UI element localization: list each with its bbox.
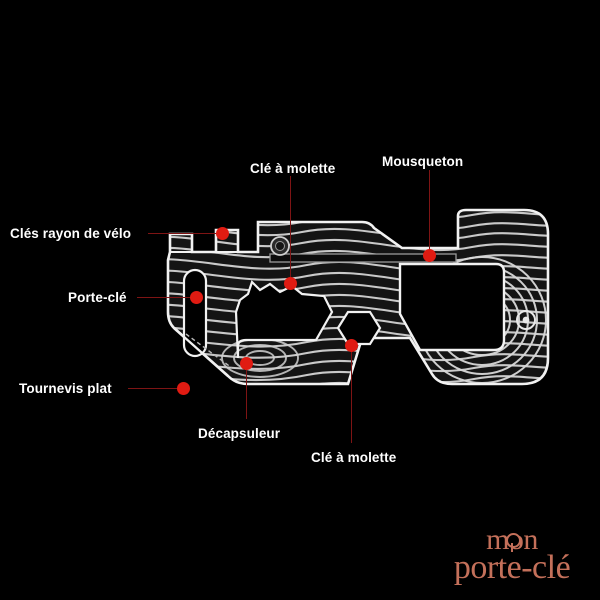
connector-porte-cle (137, 297, 196, 298)
label-cles-rayon-de-velo: Clés rayon de vélo (10, 226, 132, 241)
dot-tournevis-plat (176, 381, 190, 395)
label-cle-a-molette-haut: Clé à molette (250, 161, 336, 176)
dot-decapsuleur (239, 356, 253, 370)
connector-mousqueton (429, 170, 430, 255)
cutout-carabiner-opening (398, 262, 506, 352)
dot-cle-a-molette-bas (344, 338, 358, 352)
flat-screwdriver-tip (173, 327, 233, 377)
keyring-stem-icon (510, 543, 513, 552)
product-image (152, 208, 552, 403)
label-decapsuleur: Décapsuleur (198, 426, 281, 441)
dot-cles-rayon-de-velo (215, 226, 229, 240)
carabiner-eye-icon (516, 310, 536, 330)
label-porte-cle: Porte-clé (68, 290, 127, 305)
connector-cles-rayon-de-velo (148, 233, 222, 234)
keyring-icon (506, 533, 521, 548)
multitool-illustration (166, 208, 550, 386)
label-mousqueton: Mousqueton (382, 154, 464, 169)
connector-cle-a-molette-haut (290, 176, 291, 283)
pivot-screw-icon (270, 236, 290, 256)
dot-cle-a-molette-haut (283, 276, 297, 290)
label-cle-a-molette-bas: Clé à molette (311, 450, 397, 465)
connector-tournevis-plat (128, 388, 183, 389)
cutout-keyring-slot (182, 268, 208, 358)
cutout-gate-slot (269, 253, 457, 263)
connector-decapsuleur (246, 363, 247, 419)
tool-outline (166, 208, 550, 386)
label-tournevis-plat: Tournevis plat (19, 381, 112, 396)
connector-cle-a-molette-bas (351, 345, 352, 443)
cutout-hex-wrench (336, 310, 382, 346)
brand-logo-line2: porte-clé (453, 549, 571, 586)
brand-logo: mon porte-clé (432, 525, 592, 591)
dot-porte-cle (189, 290, 203, 304)
cutout-bottle-opener (234, 279, 334, 359)
dot-mousqueton (422, 248, 436, 262)
